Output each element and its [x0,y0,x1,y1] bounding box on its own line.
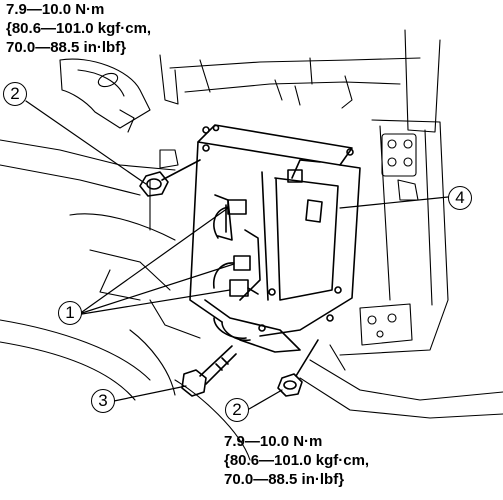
callout-nut-lower: 2 [225,398,249,422]
leader-connector-upper [81,207,229,313]
leader-bracket [339,196,449,209]
callout-bracket: 4 [448,186,472,210]
torque-spec-lower-kgfcm: {80.6—101.0 kgf·cm, [224,452,370,469]
nut-upper [139,159,201,197]
leader-nut-upper [25,100,147,185]
leader-bolt [113,385,187,402]
torque-spec-upper: 7.9—10.0 N·m {80.6—101.0 kgf·cm, 70.0—88… [6,0,151,57]
torque-spec-upper-inlbf: 70.0—88.5 in·lbf} [6,39,127,56]
bracket [189,124,361,353]
torque-spec-upper-nm: 7.9—10.0 N·m [6,1,105,18]
callout-nut-upper: 2 [3,82,27,106]
leader-lines [25,100,449,410]
callout-connectors: 1 [58,301,82,325]
callout-bolt: 3 [91,389,115,413]
body-structure [0,29,503,461]
torque-spec-lower-inlbf: 70.0—88.5 in·lbf} [224,471,345,488]
connectors [212,199,259,297]
connector-upper [227,199,247,215]
bolt [181,345,237,397]
torque-spec-upper-kgfcm: {80.6—101.0 kgf·cm, [6,20,152,37]
leader-nut-lower [248,389,283,410]
torque-spec-lower: 7.9—10.0 N·m {80.6—101.0 kgf·cm, 70.0—88… [224,432,369,489]
leader-connector-lower [81,289,231,315]
connector-middle [233,255,251,271]
nut-lower [277,339,319,397]
leader-connector-middle [81,263,235,314]
torque-spec-lower-nm: 7.9—10.0 N·m [224,433,323,450]
